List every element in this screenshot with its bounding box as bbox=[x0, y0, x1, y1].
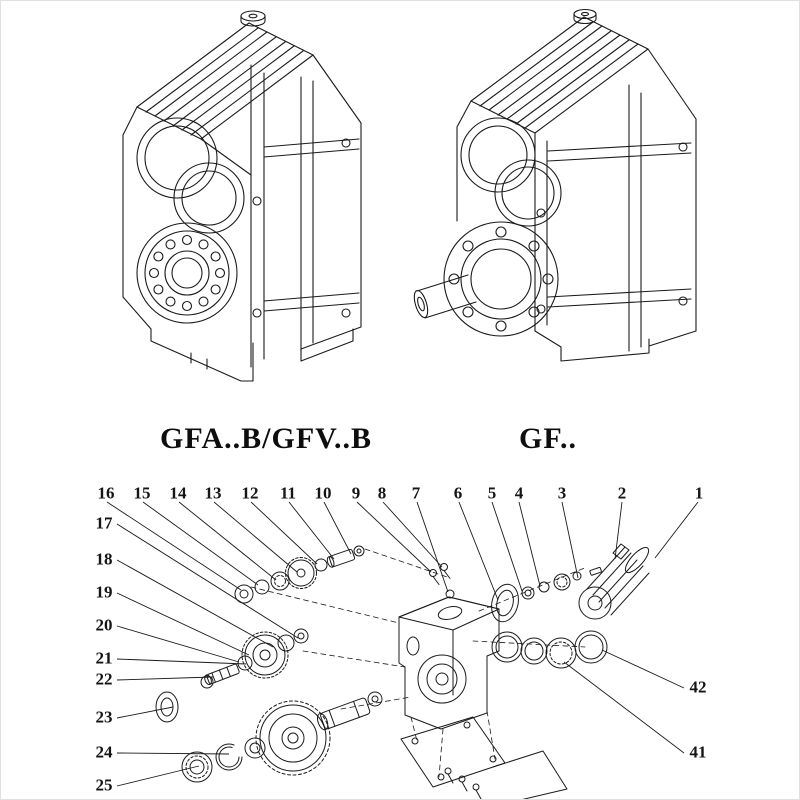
part-label-19: 19 bbox=[95, 582, 113, 602]
part-label-41: 41 bbox=[689, 742, 707, 762]
part-label-2: 2 bbox=[617, 483, 627, 503]
part-label-9: 9 bbox=[351, 483, 361, 503]
part-label-6: 6 bbox=[453, 483, 463, 503]
part-label-20: 20 bbox=[95, 615, 113, 635]
part-label-23: 23 bbox=[95, 707, 113, 727]
model-label-gf: GF.. bbox=[519, 422, 577, 455]
part-label-5: 5 bbox=[487, 483, 497, 503]
exploded-view-drawing bbox=[155, 543, 650, 799]
model-label-gfab: GFA..B/GFV..B bbox=[160, 422, 372, 455]
part-label-4: 4 bbox=[514, 483, 524, 503]
part-label-15: 15 bbox=[133, 483, 151, 503]
part-label-21: 21 bbox=[95, 648, 113, 668]
callout-leader-lines bbox=[106, 501, 699, 787]
part-label-12: 12 bbox=[241, 483, 259, 503]
part-label-8: 8 bbox=[377, 483, 387, 503]
part-label-25: 25 bbox=[95, 775, 113, 795]
part-label-14: 14 bbox=[169, 483, 187, 503]
part-label-24: 24 bbox=[95, 742, 113, 762]
part-label-3: 3 bbox=[557, 483, 567, 503]
part-label-7: 7 bbox=[411, 483, 421, 503]
part-label-42: 42 bbox=[689, 677, 707, 697]
assembly-axis-lines bbox=[250, 548, 588, 778]
part-label-18: 18 bbox=[95, 549, 113, 569]
part-label-1: 1 bbox=[694, 483, 704, 503]
gearbox-isometric-gf bbox=[413, 8, 697, 362]
part-label-16: 16 bbox=[97, 483, 115, 503]
part-label-13: 13 bbox=[204, 483, 222, 503]
part-label-10: 10 bbox=[314, 483, 332, 503]
gearbox-isometric-gfab bbox=[122, 10, 362, 382]
part-label-22: 22 bbox=[95, 669, 113, 689]
part-label-11: 11 bbox=[279, 483, 297, 503]
part-label-17: 17 bbox=[95, 513, 113, 533]
